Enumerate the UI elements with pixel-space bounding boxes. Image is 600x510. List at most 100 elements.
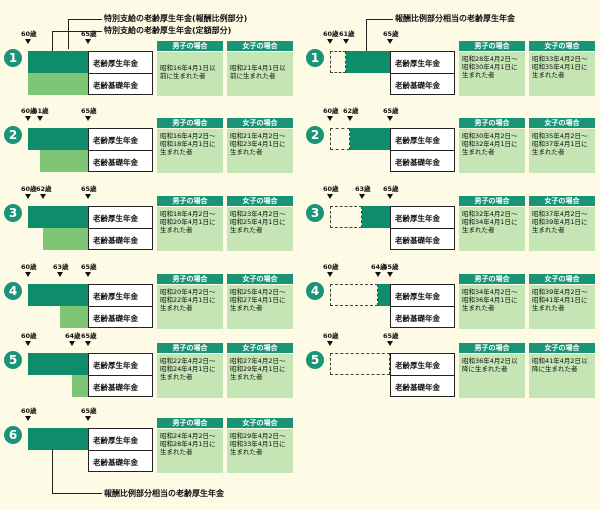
male-birth-range: 昭和28年4月2日～昭和30年4月1日に生まれた者 (459, 52, 525, 96)
age-marker-icon (85, 416, 91, 421)
kiso-label: 老齢基礎年金 (93, 81, 138, 90)
male-birth-range: 昭和20年4月2日～昭和22年4月1日に生まれた者 (157, 285, 223, 329)
female-header: 女子の場合 (227, 118, 293, 128)
kiso-label: 老齢基礎年金 (395, 314, 440, 323)
age-label: 60歳 (21, 407, 37, 415)
box-divider (88, 450, 153, 451)
female-header: 女子の場合 (529, 41, 595, 51)
age-marker-icon (85, 39, 91, 44)
row-number-badge: 4 (4, 282, 22, 300)
leader-line (52, 31, 102, 32)
female-header: 女子の場合 (529, 274, 595, 284)
age-marker-icon (327, 341, 333, 346)
kiso-label: 老齢基礎年金 (395, 383, 440, 392)
kiso-label: 老齢基礎年金 (395, 236, 440, 245)
teigaku-bar (40, 150, 88, 172)
male-birth-range: 昭和16年4月1日以前に生まれた者 (157, 52, 223, 96)
kosei-label: 老齢厚生年金 (395, 59, 440, 68)
kosei-label: 老齢厚生年金 (93, 292, 138, 301)
kosei-label: 老齢厚生年金 (93, 361, 138, 370)
kiso-label: 老齢基礎年金 (93, 158, 138, 167)
leader-line (366, 19, 367, 61)
age-marker-icon (387, 194, 393, 199)
male-header: 男子の場合 (157, 343, 223, 353)
female-birth-range: 昭和37年4月2日～昭和39年4月1日に生まれた者 (529, 207, 595, 251)
age-label: 64歳 (371, 263, 387, 271)
box-divider (88, 375, 153, 376)
box-divider (88, 73, 153, 74)
male-header: 男子の場合 (157, 196, 223, 206)
age-marker-icon (25, 416, 31, 421)
age-marker-icon (343, 39, 349, 44)
age-marker-icon (327, 116, 333, 121)
leader-line (52, 438, 53, 493)
female-header: 女子の場合 (227, 41, 293, 51)
age-marker-icon (25, 194, 31, 199)
hirei-bar (28, 51, 88, 73)
female-birth-range: 昭和35年4月2日～昭和37年4月1日に生まれた者 (529, 129, 595, 173)
age-label: 60歳 (323, 332, 339, 340)
age-marker-icon (327, 39, 333, 44)
teigaku-bar (60, 306, 88, 328)
age-label: 62歳 (36, 185, 52, 193)
kosei-label: 老齢厚生年金 (93, 136, 138, 145)
leader-line (366, 19, 393, 20)
age-marker-icon (387, 341, 393, 346)
kiso-label: 老齢基礎年金 (395, 158, 440, 167)
teigaku-bar (72, 375, 88, 397)
male-birth-range: 昭和24年4月2日～昭和28年4月1日に生まれた者 (157, 429, 223, 473)
female-header: 女子の場合 (529, 196, 595, 206)
box-divider (88, 228, 153, 229)
age-label: 60歳 (323, 263, 339, 271)
hirei-bar (28, 128, 88, 150)
female-birth-range: 昭和39年4月2日～昭和41年4月1日に生まれた者 (529, 285, 595, 329)
box-divider (390, 375, 455, 376)
male-birth-range: 昭和32年4月2日～昭和34年4月1日に生まれた者 (459, 207, 525, 251)
age-label: 60歳 (21, 185, 37, 193)
box-divider (390, 306, 455, 307)
hirei-bar (346, 51, 390, 73)
age-label: 65歳 (81, 407, 97, 415)
row-number-badge: 5 (4, 351, 22, 369)
age-label: 63歳 (355, 185, 371, 193)
age-marker-icon (85, 194, 91, 199)
female-header: 女子の場合 (227, 274, 293, 284)
row-number-badge: 5 (306, 351, 324, 369)
unpaid-period-outline (330, 284, 378, 306)
hirei-bar (28, 284, 88, 306)
title-hirei: 特別支給の老齢厚生年金(報酬比例部分) (104, 14, 248, 23)
age-label: 65歳 (383, 263, 399, 271)
row-number-badge: 1 (4, 49, 22, 67)
age-label: 60歳 (323, 185, 339, 193)
kosei-label: 老齢厚生年金 (93, 436, 138, 445)
male-birth-range: 昭和16年4月2日～昭和18年4月1日に生まれた者 (157, 129, 223, 173)
hirei-bar (378, 284, 390, 306)
female-birth-range: 昭和41年4月2日以降に生まれた者 (529, 354, 595, 398)
kosei-label: 老齢厚生年金 (395, 292, 440, 301)
age-marker-icon (359, 194, 365, 199)
kiso-label: 老齢基礎年金 (93, 458, 138, 467)
age-label: 65歳 (383, 332, 399, 340)
age-label: 65歳 (81, 185, 97, 193)
row-number-badge: 2 (4, 126, 22, 144)
hirei-bar (28, 206, 88, 228)
teigaku-bar (43, 228, 88, 250)
row-number-badge: 3 (4, 204, 22, 222)
title-teigaku: 特別支給の老齢厚生年金(定額部分) (104, 26, 232, 35)
female-header: 女子の場合 (529, 118, 595, 128)
age-label: 65歳 (81, 263, 97, 271)
title-right: 報酬比例部分相当の老齢厚生年金 (395, 14, 515, 23)
age-label: 65歳 (383, 107, 399, 115)
age-marker-icon (69, 341, 75, 346)
age-marker-icon (387, 272, 393, 277)
teigaku-bar (28, 73, 88, 95)
male-birth-range: 昭和36年4月2日以降に生まれた者 (459, 354, 525, 398)
age-label: 65歳 (383, 185, 399, 193)
leader-line (68, 19, 102, 20)
age-marker-icon (375, 272, 381, 277)
female-birth-range: 昭和29年4月2日～昭和33年4月1日に生まれた者 (227, 429, 293, 473)
age-marker-icon (327, 272, 333, 277)
female-birth-range: 昭和27年4月2日～昭和29年4月1日に生まれた者 (227, 354, 293, 398)
unpaid-period-outline (330, 128, 350, 150)
